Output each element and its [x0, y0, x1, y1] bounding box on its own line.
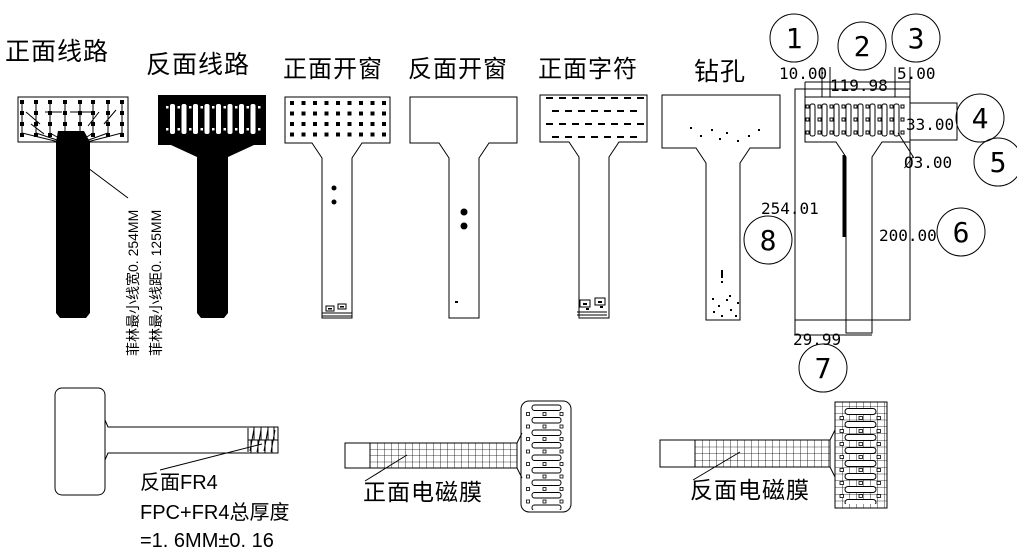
dim-254-01: 254.01 — [761, 199, 819, 218]
connector-end-marks — [577, 297, 607, 316]
trace-fan — [56, 131, 90, 142]
fpc-outline — [284, 96, 391, 319]
small-mark — [455, 301, 458, 303]
view-back-window-title: 反面开窗 — [408, 56, 508, 83]
balloon-3: 3 — [908, 22, 925, 55]
balloon-2: 2 — [854, 30, 871, 63]
mesh-area — [694, 439, 831, 468]
view-back-em-film: 反面电磁膜 — [659, 401, 888, 509]
fpc-outline — [539, 94, 648, 319]
view-front-em-film: 正面电磁膜 — [344, 400, 572, 513]
fpc-stem-solid — [56, 142, 90, 318]
view-front-silkscreen-title: 正面字符 — [538, 56, 638, 83]
balloon-4: 4 — [972, 102, 989, 135]
fr4-note-line2: FPC+FR4总厚度 — [140, 501, 289, 524]
dimension-lines — [794, 67, 958, 336]
dim-dia3: Ø3.00 — [904, 153, 952, 172]
fpc-solid-shape — [158, 95, 266, 318]
head-slots — [526, 404, 566, 510]
balloon-7: 7 — [815, 352, 832, 385]
view-back-circuit-title: 反面线路 — [146, 51, 250, 79]
connector-end-marks — [322, 303, 352, 317]
dim-5: 5.00 — [897, 64, 936, 83]
view-front-circuit-title: 正面线路 — [5, 38, 109, 66]
fr4-brick-section — [247, 427, 278, 453]
balloon-8: 8 — [760, 224, 777, 257]
view-back-window: 反面开窗 — [408, 56, 518, 319]
balloon-6: 6 — [953, 216, 970, 249]
head-slots — [839, 407, 883, 504]
leader-line — [87, 167, 129, 199]
stem-hole-dot — [460, 222, 468, 230]
fr4-note-line1: 反面FR4 — [140, 471, 218, 494]
stem-hole-dot — [460, 208, 468, 216]
film-min-gap-note: 菲林最小线距0. 125MM — [148, 210, 164, 356]
dim-10: 10.00 — [779, 64, 827, 83]
leader-line — [364, 454, 408, 482]
head-slot-openings — [805, 103, 905, 137]
balloons: 1 2 3 4 5 6 7 8 — [743, 13, 1017, 393]
leader-line — [159, 443, 263, 471]
dim-200: 200.00 — [879, 226, 937, 245]
film-min-width-note: 菲林最小线宽0. 254MM — [125, 210, 141, 356]
dim-33: 33.00 — [906, 115, 954, 134]
dim-119-98: 119.98 — [830, 76, 888, 95]
view-front-window: 正面开窗 — [283, 56, 391, 319]
stem-opening-dot — [331, 185, 337, 191]
balloon-5: 5 — [990, 146, 1007, 179]
leader-line — [692, 451, 741, 481]
window-dot-grid — [290, 101, 386, 137]
mesh-area — [369, 442, 518, 469]
view-dimensioned-outline: 10.00 119.98 5.00 33.00 Ø3.00 200.00 29.… — [743, 13, 1017, 393]
back-em-film-label: 反面电磁膜 — [690, 477, 810, 503]
dimension-texts: 10.00 119.98 5.00 33.00 Ø3.00 200.00 29.… — [761, 64, 954, 349]
dim-29-99: 29.99 — [793, 330, 841, 349]
view-fr4-stiffener: 反面FR4 FPC+FR4总厚度 =1. 6MM±0. 16 — [54, 387, 289, 552]
silkscreen-dashes — [546, 97, 644, 138]
view-back-circuit: 反面线路 — [146, 51, 266, 318]
view-front-silkscreen: 正面字符 — [538, 56, 648, 319]
front-em-film-label: 正面电磁膜 — [363, 479, 483, 505]
fpc-outline — [409, 96, 518, 319]
balloon-1: 1 — [786, 22, 803, 55]
stem-opening-dot — [331, 199, 337, 205]
drill-dots — [690, 127, 760, 317]
view-front-window-title: 正面开窗 — [283, 56, 383, 83]
fpc-outline — [661, 94, 781, 321]
view-drill-title: 钻孔 — [694, 58, 746, 86]
fr4-note-line3: =1. 6MM±0. 16 — [140, 530, 274, 552]
view-drill: 钻孔 — [661, 58, 781, 321]
head-side-outline — [54, 387, 106, 496]
head-outline — [520, 400, 572, 513]
neck-chamfer — [829, 429, 836, 478]
view-front-circuit: 正面线路 菲林最小线宽0. 254MM 菲林最小线距0. 125MM — [5, 38, 164, 356]
head-slots — [166, 104, 261, 134]
